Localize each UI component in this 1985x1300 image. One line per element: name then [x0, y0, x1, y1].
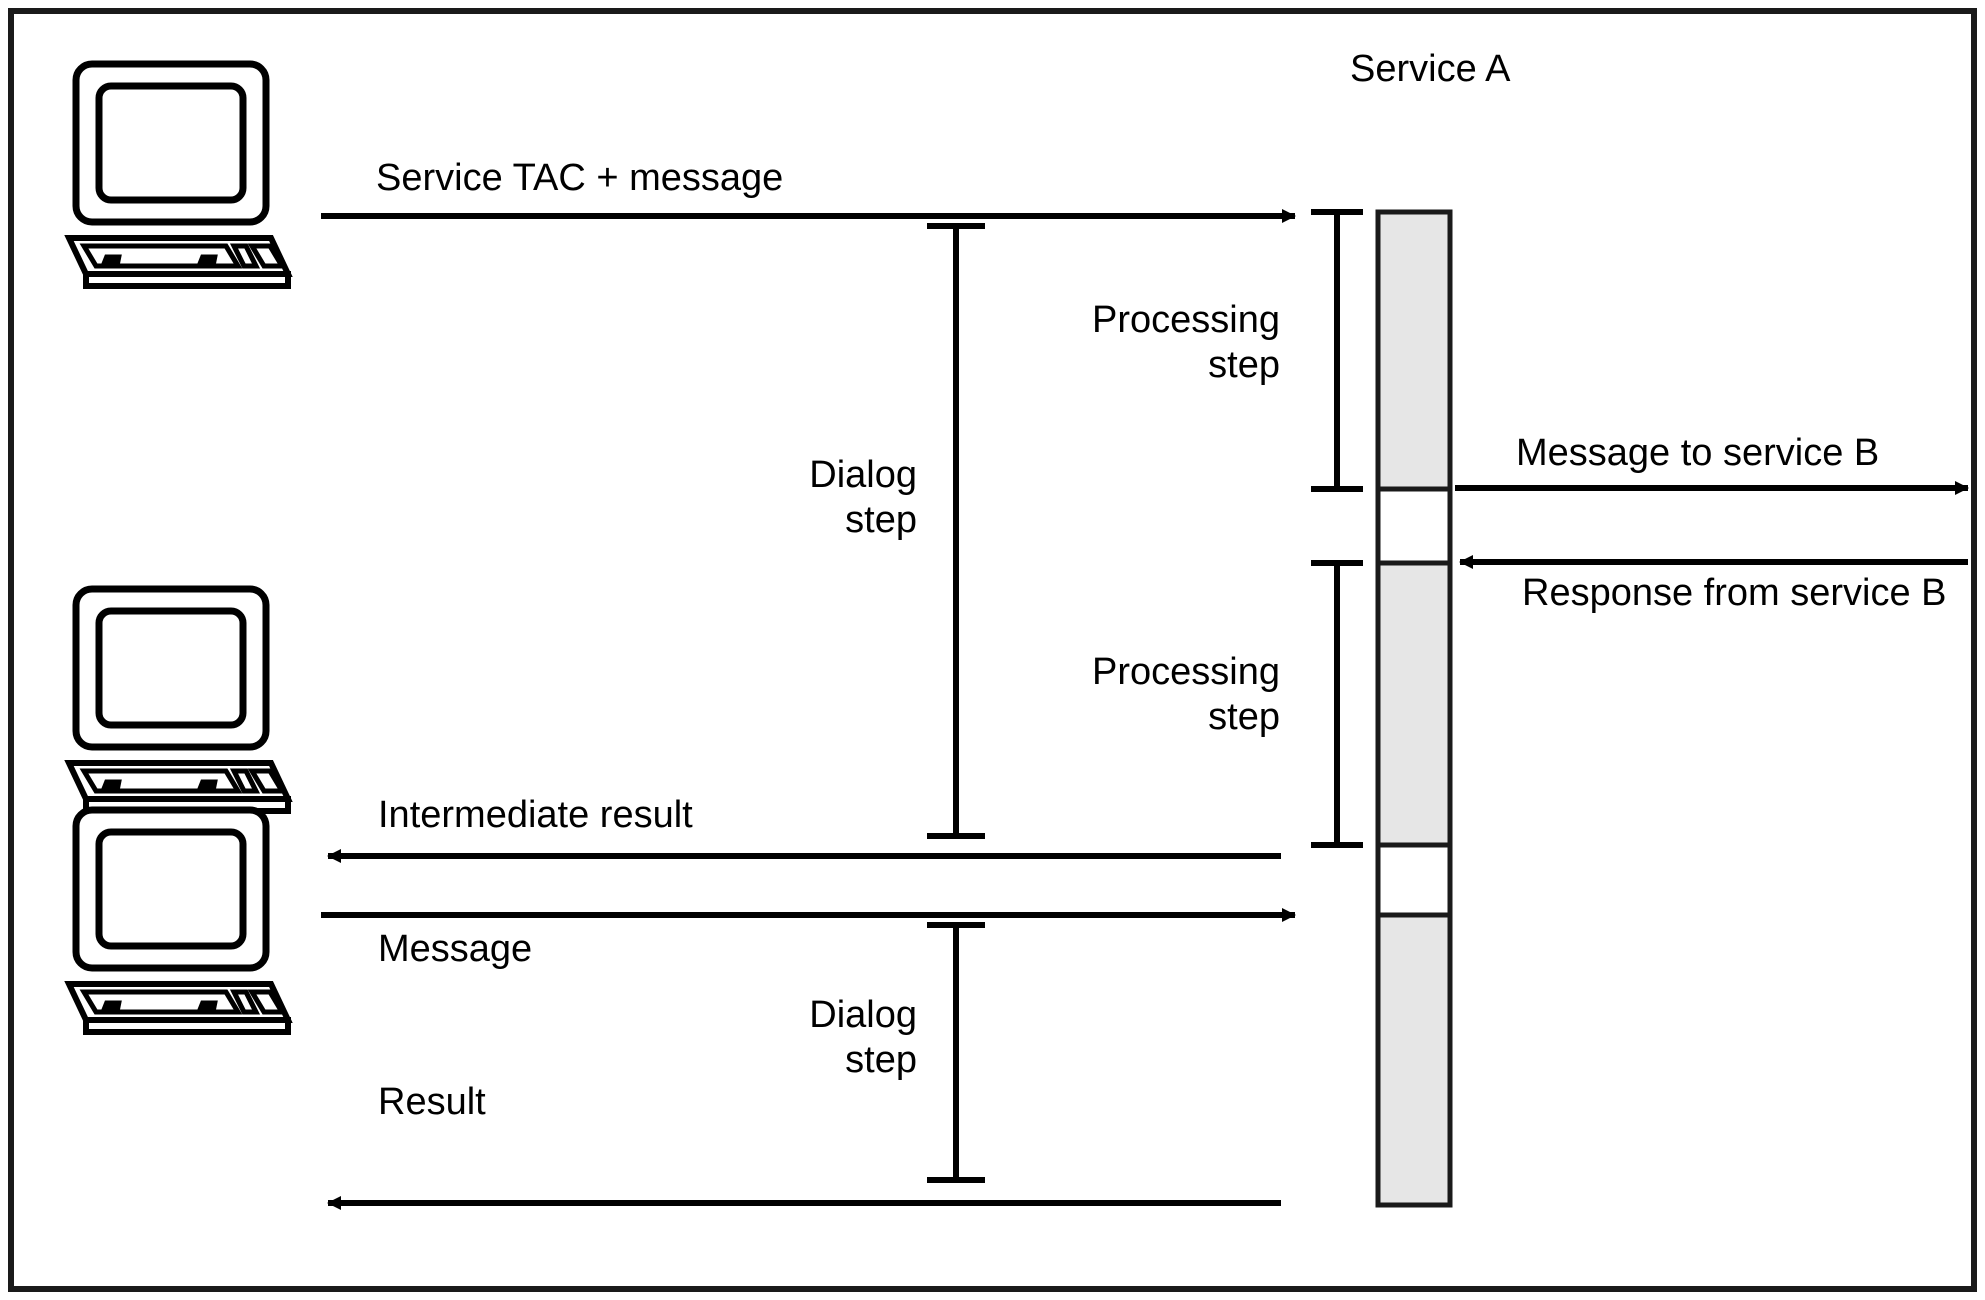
idle-bar-1 — [1375, 486, 1453, 566]
label-message: Message — [378, 928, 533, 970]
label-intermediate-result: Intermediate result — [378, 794, 693, 836]
label-message-to-service-b: Message to service B — [1516, 432, 1880, 474]
bracket-processing-step-1 — [1311, 209, 1363, 492]
label-dialog-step-2-line2: step — [845, 1038, 917, 1081]
activation-bar-2 — [1375, 560, 1453, 848]
service-a-title: Service A — [1350, 48, 1511, 90]
workstation-computer-bottom — [69, 810, 288, 1032]
label-processing-step-2: Processing step — [960, 650, 1280, 740]
label-response-from-service-b: Response from service B — [1522, 572, 1947, 614]
workstation-computer-top — [69, 64, 288, 286]
label-processing-step-2-line2: step — [1208, 695, 1280, 738]
bracket-dialog-step-2 — [927, 922, 985, 1183]
bracket-processing-step-2 — [1311, 560, 1363, 848]
activation-bar-1 — [1375, 209, 1453, 492]
activation-bar-3 — [1375, 912, 1453, 1208]
service-a-column — [1375, 209, 1453, 1208]
label-processing-step-1: Processing step — [960, 298, 1280, 388]
label-processing-step-1-line1: Processing — [1092, 299, 1280, 341]
label-service-tac-message: Service TAC + message — [376, 157, 784, 199]
bracket-dialog-step-1 — [927, 223, 985, 839]
label-dialog-step-1: Dialog step — [655, 453, 917, 543]
label-dialog-step-2-line1: Dialog — [809, 994, 917, 1036]
label-dialog-step-1-line1: Dialog — [809, 454, 917, 496]
label-processing-step-2-line1: Processing — [1092, 651, 1280, 693]
label-dialog-step-1-line2: step — [845, 498, 917, 541]
diagram-frame — [8, 8, 1977, 1292]
workstation-computer-middle — [69, 589, 288, 811]
label-result: Result — [378, 1081, 486, 1123]
label-processing-step-1-line2: step — [1208, 343, 1280, 386]
label-dialog-step-2: Dialog step — [655, 993, 917, 1083]
idle-bar-2 — [1375, 842, 1453, 918]
